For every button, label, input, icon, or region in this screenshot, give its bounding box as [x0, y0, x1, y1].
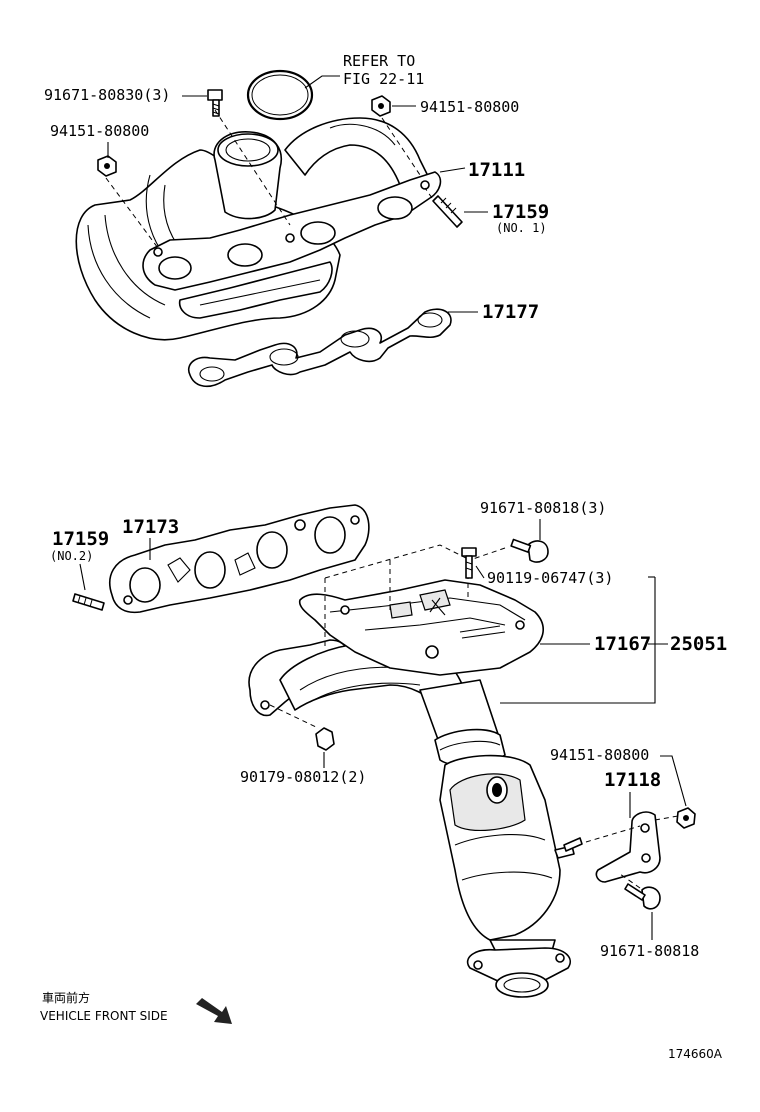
part-number-17159-no2[interactable]: 17159	[52, 528, 109, 550]
part-number-17111[interactable]: 17111	[468, 159, 525, 181]
stud-icon	[432, 195, 463, 228]
part-number-bolt-screw[interactable]: 90119-06747(3)	[487, 569, 613, 587]
part-number-bolt-mid[interactable]: 91671-80818(3)	[480, 499, 606, 517]
bracket	[595, 811, 661, 883]
part-number-17159-no1[interactable]: 17159	[492, 201, 549, 223]
stud-icon	[72, 593, 105, 611]
stud-no1-note: (NO. 1)	[496, 221, 547, 235]
part-number-bolt-bracket[interactable]: 91671-80818	[600, 942, 699, 960]
part-number-17177[interactable]: 17177	[482, 301, 539, 323]
part-number-17173[interactable]: 17173	[122, 516, 179, 538]
part-number-nut-top-right[interactable]: 94151-80800	[420, 98, 519, 116]
part-number-17167[interactable]: 17167	[594, 633, 651, 655]
arrow-icon	[196, 998, 232, 1024]
part-number-nut-bracket[interactable]: 94151-80800	[550, 746, 649, 764]
nut-icon	[315, 727, 335, 751]
stud-icon	[563, 837, 583, 852]
part-number-25051[interactable]: 25051	[670, 633, 727, 655]
stud-no2-note: (NO.2)	[50, 549, 93, 563]
nut-icon	[97, 155, 117, 177]
bolt-icon	[461, 547, 477, 579]
exhaust-manifold-upper	[75, 117, 442, 341]
nut-icon	[371, 95, 391, 117]
front-side-jp-label: 車両前方	[42, 990, 90, 1005]
bolt-icon	[510, 538, 549, 563]
gasket-upper	[188, 308, 452, 388]
front-side-en-label: VEHICLE FRONT SIDE	[40, 1009, 168, 1023]
fig-ref-label[interactable]: FIG 22-11	[343, 70, 424, 88]
refer-to-label: REFER TO	[343, 52, 415, 70]
heat-insulator-lower	[298, 579, 544, 676]
part-number-nut-top-left[interactable]: 94151-80800	[50, 122, 149, 140]
gasket-lower	[109, 504, 370, 614]
nut-icon	[676, 807, 696, 829]
part-number-bolt-top[interactable]: 91671-80830(3)	[44, 86, 170, 104]
figure-id: 174660A	[668, 1047, 723, 1061]
part-number-17118[interactable]: 17118	[604, 769, 661, 791]
bolt-icon	[207, 89, 223, 117]
part-number-nut-bottom[interactable]: 90179-08012(2)	[240, 768, 366, 786]
bolt-icon	[624, 883, 661, 910]
exhaust-manifold-converter	[248, 639, 575, 998]
o-ring	[246, 69, 314, 121]
